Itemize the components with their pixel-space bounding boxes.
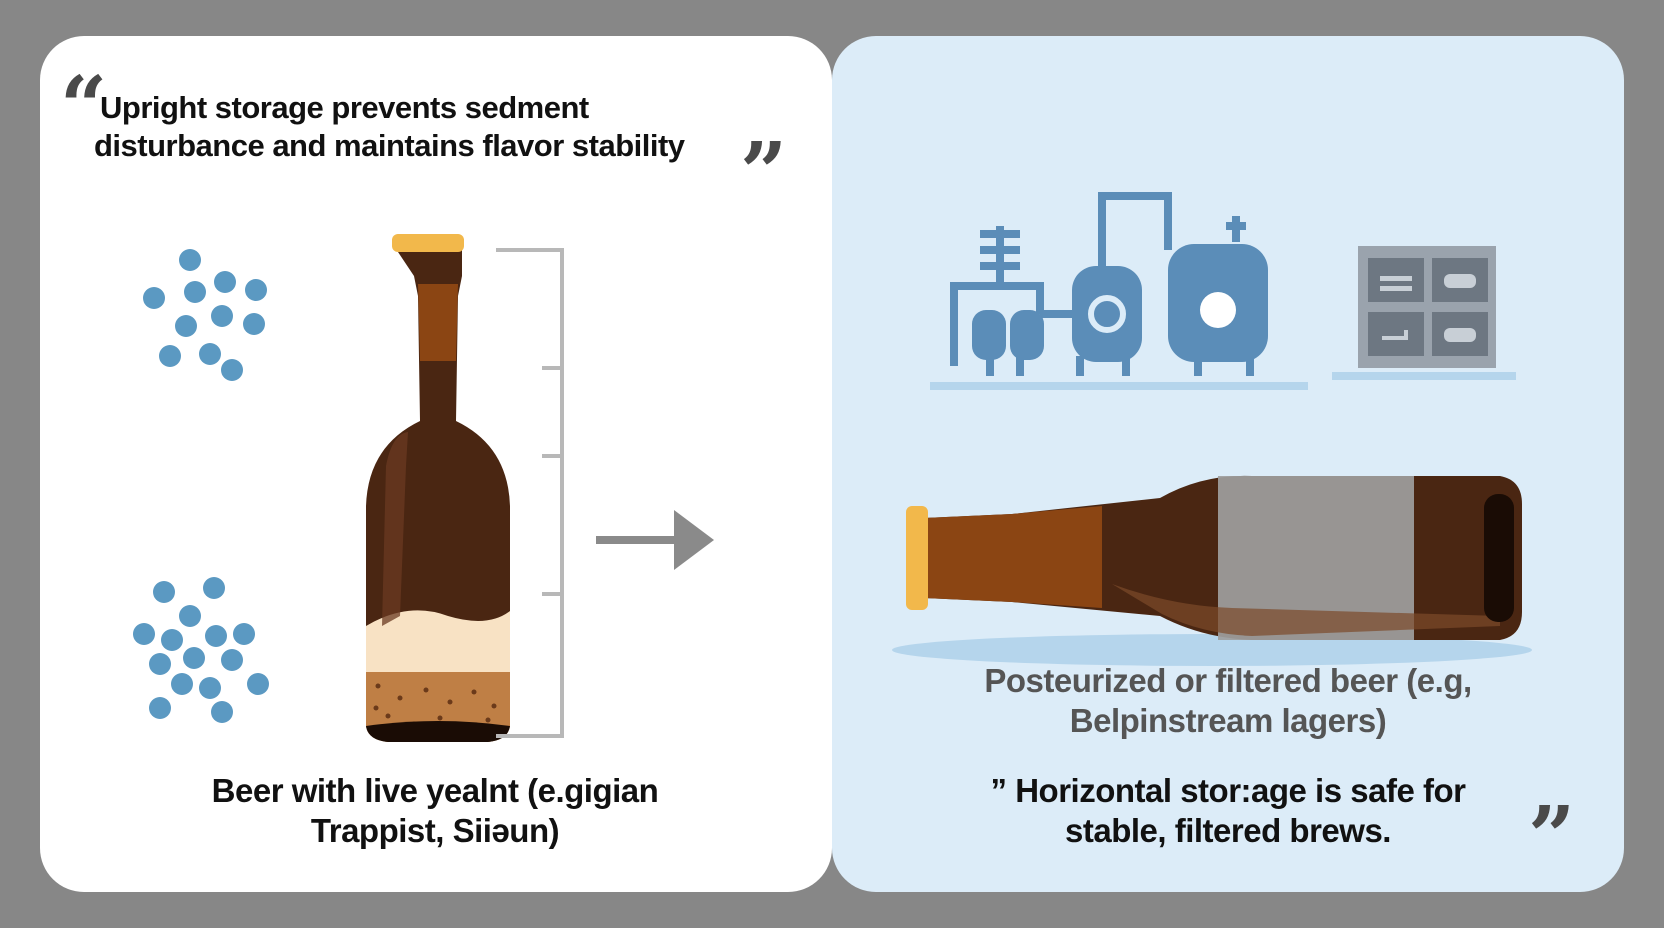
horizontal-caption-line1: Posteurized or filtered beer (e.g,: [984, 662, 1472, 699]
right-arrow-icon: [596, 510, 714, 570]
upright-quote-line1: Upright storage prevents sedment: [100, 90, 589, 125]
height-bracket-icon: [496, 248, 564, 738]
brewery-equipment-icon: [950, 192, 1268, 376]
control-panel-icon: [1332, 246, 1516, 380]
equipment-shelf-icon: [930, 382, 1308, 390]
open-quote-icon: “: [60, 59, 108, 155]
upright-storage-panel: “ Upright storage prevents sedment distu…: [40, 36, 832, 892]
yeast-dots-icon: [143, 249, 267, 381]
close-quote-icon: ”: [1528, 789, 1576, 885]
upright-quote-line2: disturbance and maintains flavor stabili…: [94, 128, 685, 163]
upright-caption-line1: Beer with live yealnt (e.gigian: [211, 772, 659, 809]
upright-bottle-icon: [366, 234, 510, 742]
horizontal-caption-line2: Belpinstream lagers): [1069, 702, 1387, 739]
horizontal-bottle-icon: [892, 475, 1532, 666]
horizontal-storage-panel: Posteurized or filtered beer (e.g, Belpi…: [832, 36, 1624, 892]
upright-caption-line2: Trappist, Siiəun): [310, 812, 560, 849]
yeast-dots-icon: [133, 577, 269, 723]
close-quote-icon: ”: [740, 125, 788, 221]
horizontal-quote-line1: ” Horizontal stor:age is safe for: [990, 772, 1466, 809]
horizontal-quote-line2: stable, filtered brews.: [1065, 812, 1391, 849]
